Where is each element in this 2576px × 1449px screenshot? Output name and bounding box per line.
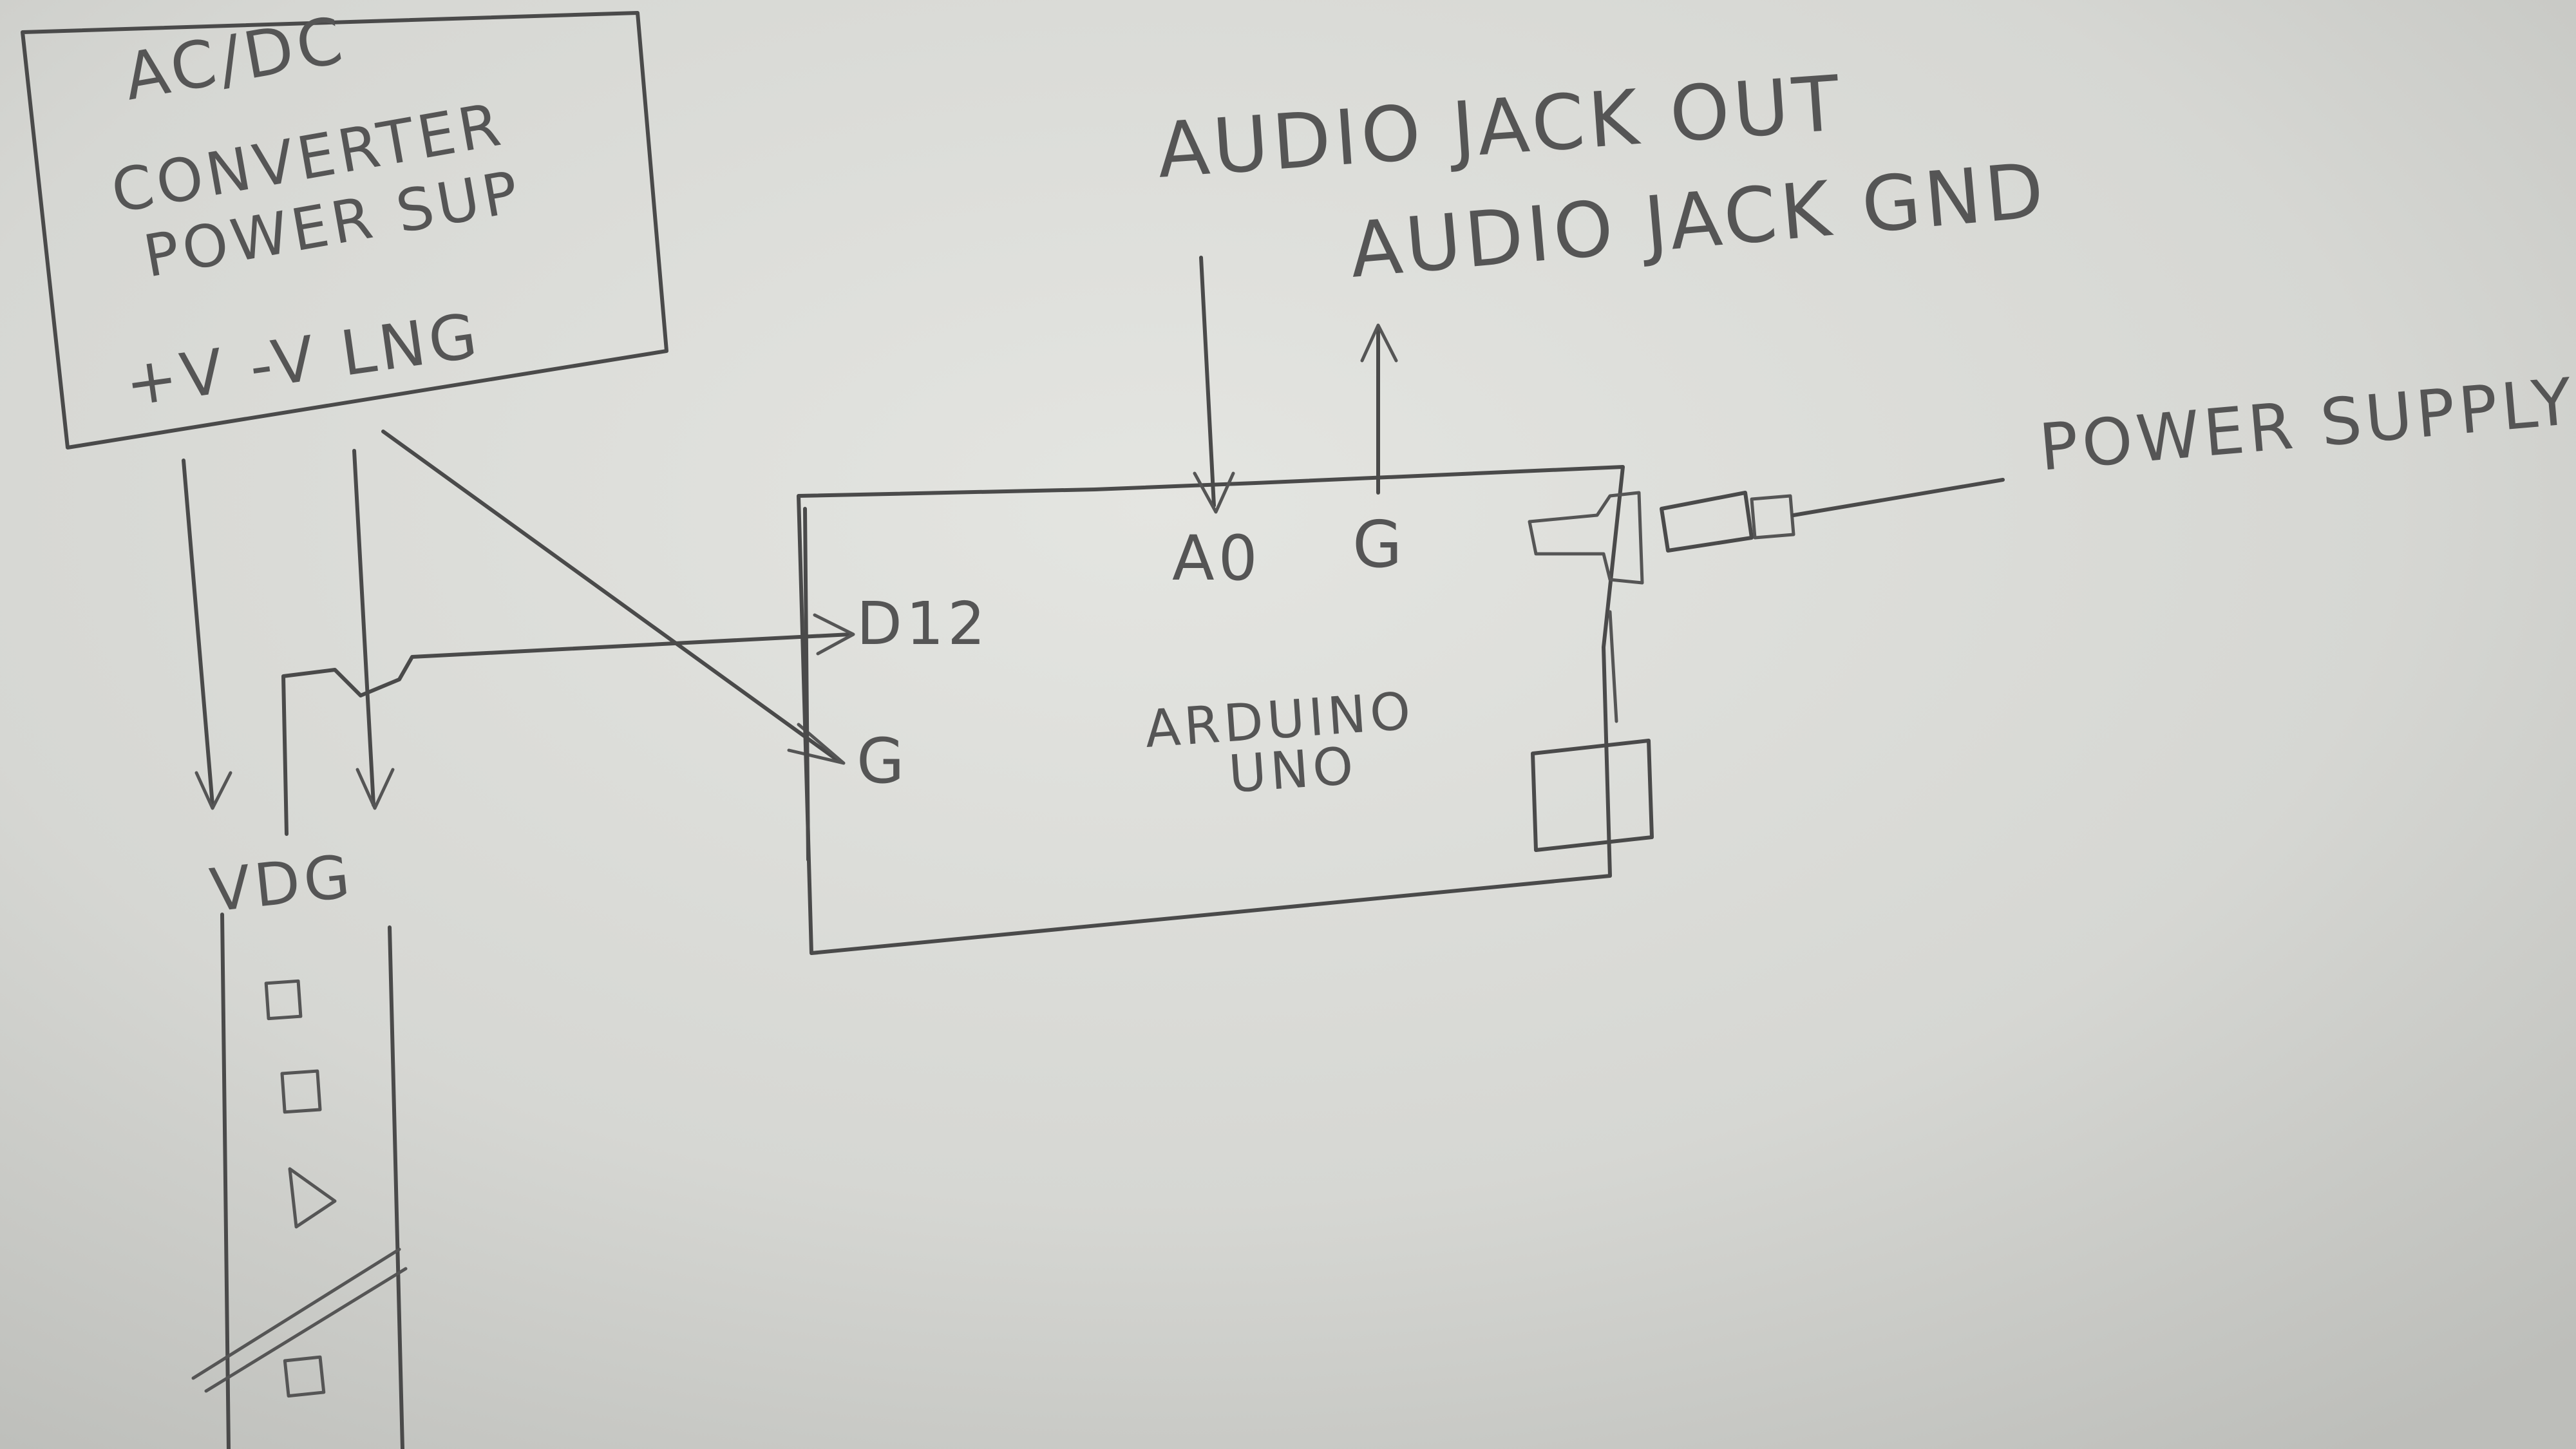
arrow-minus-v (355, 768, 395, 810)
wire-audio-out (1199, 256, 1216, 507)
plug-collar (1750, 494, 1795, 540)
strip-left-edge (220, 913, 231, 1449)
strip-led-2 (280, 1069, 322, 1114)
board-trace (1608, 610, 1618, 723)
strip-led-4 (283, 1355, 326, 1398)
usb-connector (1531, 739, 1654, 852)
strip-right-edge (388, 925, 404, 1449)
pin-a0-label: A0 (1172, 522, 1262, 594)
arrow-data (813, 613, 855, 656)
pin-g-top-label: G (1352, 507, 1406, 582)
strip-led-1 (264, 979, 303, 1021)
power-cable (1792, 478, 2005, 517)
arduino-left-header (803, 507, 810, 862)
arrow-audio-out (1193, 471, 1235, 514)
wire-minus-v (352, 449, 375, 807)
pin-g-left-label: G (857, 725, 908, 797)
wire-ground-to-arduino (381, 430, 839, 762)
strip-led-3 (288, 1167, 337, 1229)
strip-header-label: VDG (207, 842, 357, 925)
strip-cut-line-2 (204, 1267, 408, 1393)
pin-d12-label: D12 (857, 589, 989, 658)
plug-body (1660, 491, 1754, 553)
barrel-jack (1528, 491, 1644, 585)
arduino-label-line2: UNO (1227, 735, 1359, 804)
wire-plus-v (182, 459, 214, 807)
wire-data-d12 (281, 632, 852, 836)
arrow-plus-v (194, 771, 232, 810)
strip-cut-line-1 (191, 1247, 401, 1380)
led-strip: VDG (191, 842, 408, 1449)
arrow-audio-gnd (1360, 323, 1398, 363)
